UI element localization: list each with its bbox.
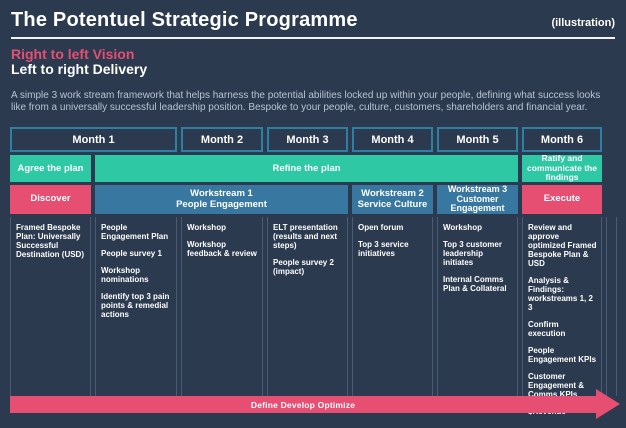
discover-phase: Discover <box>10 185 91 214</box>
body-item: Workshop feedback & review <box>187 240 257 258</box>
body-item: Identify top 3 pain points & remedial ac… <box>101 292 170 319</box>
refine-plan-band: Refine the plan <box>95 155 518 182</box>
workstream-2-header: Workstream 2 Service Culture <box>352 185 433 214</box>
ratify-plan-band: Ratify and communicate the findings <box>522 154 602 182</box>
month-5-header: Month 5 <box>437 127 518 152</box>
arrow-head <box>596 389 620 419</box>
agree-plan-band: Agree the plan <box>10 155 91 182</box>
body-column-discover: Framed Bespoke Plan: Universally Success… <box>10 217 91 396</box>
illustration-label: (illustration) <box>551 17 615 29</box>
month-1-header: Month 1 <box>10 127 177 152</box>
month-3-header: Month 3 <box>267 127 348 152</box>
body-item: Open forum <box>358 223 404 232</box>
body-item: ELT presentation (results and next steps… <box>273 223 338 250</box>
body-item: People survey 1 <box>101 249 162 258</box>
vision-line: Right to left Vision <box>11 46 135 62</box>
month-row-spacer <box>606 127 617 152</box>
program-grid: Month 1 Month 2 Month 3 Month 4 Month 5 … <box>10 127 617 416</box>
workstream-1-header: Workstream 1 People Engagement <box>95 185 348 214</box>
body-column-month6: Review and approve optimized Framed Besp… <box>522 217 602 416</box>
execute-phase: Execute <box>522 185 602 214</box>
body-item: Confirm execution <box>528 320 566 338</box>
body-item: People Engagement Plan <box>101 223 169 241</box>
month-6-header: Month 6 <box>522 127 602 152</box>
body-item: Workshop <box>443 223 482 232</box>
body-column-month3: ELT presentation (results and next steps… <box>267 217 348 396</box>
phase-row-spacer <box>606 185 617 214</box>
month-2-header: Month 2 <box>181 127 263 152</box>
delivery-line: Left to right Delivery <box>11 61 148 77</box>
body-item: Workshop nominations <box>101 266 149 284</box>
body-column-trailing <box>606 217 617 396</box>
body-item: Workshop <box>187 223 226 232</box>
body-item: Review and approve optimized Framed Besp… <box>528 223 597 268</box>
vision-delivery-block: Right to left Vision Left to right Deliv… <box>11 47 147 77</box>
body-item: Top 3 service initiatives <box>358 240 409 258</box>
header: The Potentuel Strategic Programme (illus… <box>11 9 615 32</box>
title-underline <box>11 37 615 39</box>
page-title: The Potentuel Strategic Programme <box>11 9 358 31</box>
body-item: People survey 2 (impact) <box>273 258 334 276</box>
body-item: People Engagement KPIs <box>528 346 597 364</box>
workstream-3-header: Workstream 3 Customer Engagement <box>437 185 518 214</box>
framework-description: A simple 3 work stream framework that he… <box>11 90 601 113</box>
body-item: Framed Bespoke Plan: Universally Success… <box>16 223 84 259</box>
body-item: Internal Comms Plan & Collateral <box>443 275 507 293</box>
plan-row-spacer <box>606 155 617 182</box>
define-develop-optimize-arrow: Define Develop Optimize <box>10 396 596 413</box>
body-item: Customer Engagement & Comms KPIs <box>528 372 585 399</box>
body-item: Top 3 customer leadership initiates <box>443 240 502 267</box>
body-item: Analysis & Findings: workstreams 1, 2 3 <box>528 276 593 312</box>
month-4-header: Month 4 <box>352 127 433 152</box>
